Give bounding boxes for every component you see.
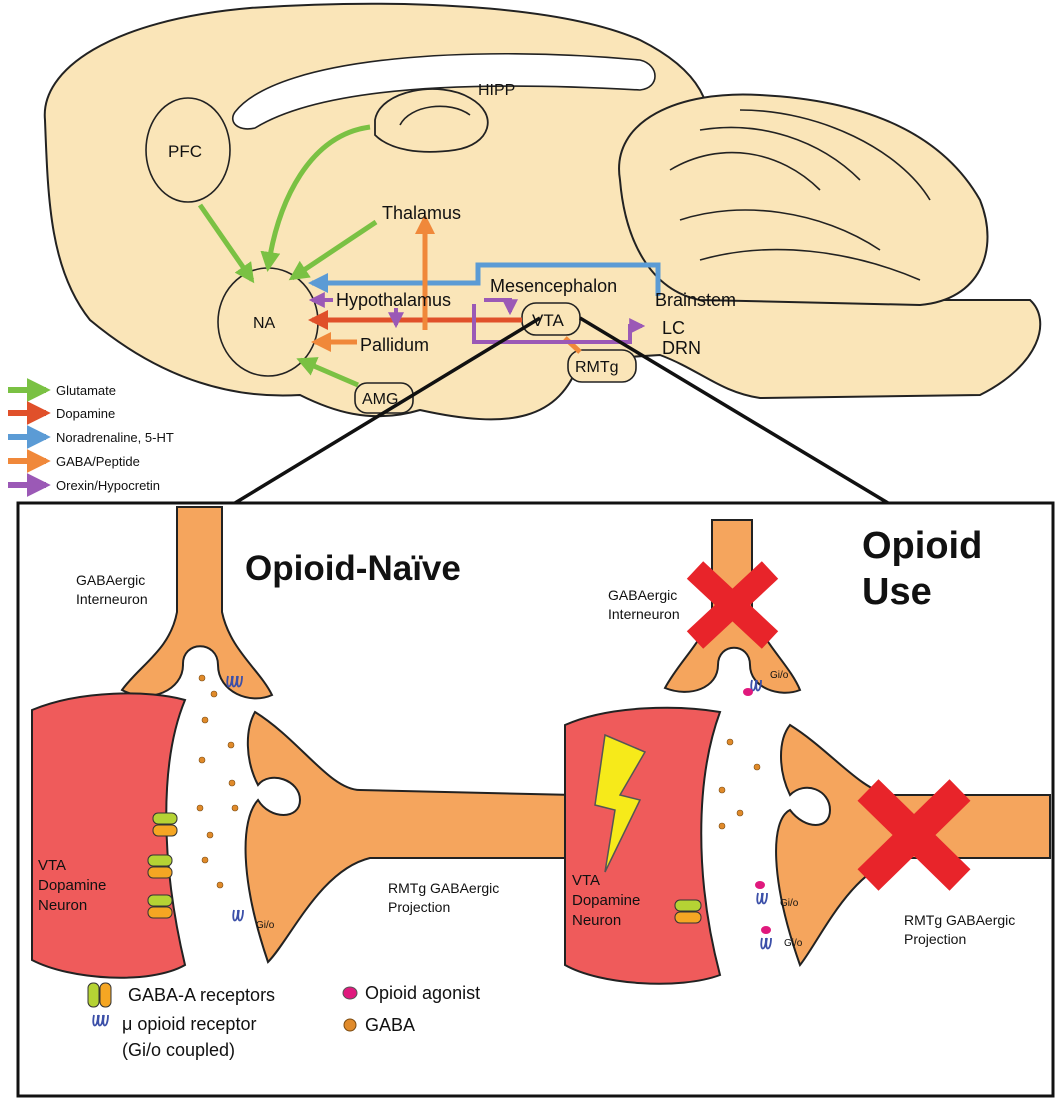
svg-text:Gi/o: Gi/o: [780, 898, 799, 909]
label-drn: DRN: [662, 338, 701, 358]
pfc-region: [145, 97, 231, 203]
gaba-a-key-icon: [87, 982, 112, 1008]
label-rmtg: RMTg: [575, 359, 619, 376]
label-thalamus: Thalamus: [382, 203, 461, 223]
svg-text:Neuron: Neuron: [572, 912, 621, 929]
svg-text:VTA: VTA: [572, 872, 600, 889]
svg-text:GABA: GABA: [365, 1015, 415, 1035]
svg-text:GABA/Peptide: GABA/Peptide: [56, 454, 140, 469]
synapse-key: GABA-A receptors μ opioid receptor (Gi/o…: [87, 982, 480, 1060]
svg-text:Orexin/Hypocretin: Orexin/Hypocretin: [56, 478, 160, 493]
x-icon-interneuron: [686, 561, 779, 649]
legend-item-dopamine: Dopamine: [8, 401, 115, 425]
svg-text:Dopamine: Dopamine: [56, 406, 115, 421]
svg-text:Dopamine: Dopamine: [38, 877, 106, 894]
label-hipp: HIPP: [478, 82, 515, 99]
cerebellum: [618, 93, 989, 307]
svg-text:Interneuron: Interneuron: [76, 591, 148, 607]
use-title-1: Opioid: [862, 525, 982, 567]
label-pallidum: Pallidum: [360, 335, 429, 355]
naive-gaba-dots: [196, 674, 239, 889]
mu-receptor-key-icon: [92, 1014, 109, 1027]
svg-text:VTA: VTA: [38, 857, 66, 874]
svg-text:Dopamine: Dopamine: [572, 892, 640, 909]
naive-rmtg-projection: [244, 710, 576, 964]
legend-item-gaba-peptide: GABA/Peptide: [8, 449, 140, 473]
label-brainstem: Brainstem: [655, 290, 736, 310]
gaba-key-icon: [343, 1018, 357, 1032]
x-icon-rmtg: [857, 779, 971, 891]
svg-text:Noradrenaline, 5-HT: Noradrenaline, 5-HT: [56, 430, 174, 445]
svg-text:GABA-A receptors: GABA-A receptors: [128, 985, 275, 1005]
legend-item-orexin: Orexin/Hypocretin: [8, 473, 160, 497]
svg-text:Glutamate: Glutamate: [56, 383, 116, 398]
svg-text:(Gi/o coupled): (Gi/o coupled): [122, 1040, 235, 1060]
lightning-bolt-icon: [594, 733, 647, 873]
svg-text:Gi/o: Gi/o: [256, 920, 275, 931]
opioid-agonist-key-icon: [342, 986, 358, 1000]
svg-text:Interneuron: Interneuron: [608, 606, 680, 622]
svg-text:RMTg GABAergic: RMTg GABAergic: [388, 880, 499, 896]
svg-text:μ opioid receptor: μ opioid receptor: [122, 1014, 256, 1034]
svg-text:Neuron: Neuron: [38, 897, 87, 914]
label-mesencephalon: Mesencephalon: [490, 276, 617, 296]
label-na: NA: [253, 315, 276, 332]
naive-mu-receptor: [226, 675, 243, 688]
naive-gaba-a-receptors: [147, 812, 178, 919]
label-lc: LC: [662, 318, 685, 338]
svg-text:GABAergic: GABAergic: [76, 572, 145, 588]
svg-text:Gi/o: Gi/o: [784, 938, 803, 949]
naive-interneuron: [120, 506, 274, 700]
label-amg: AMG: [362, 391, 398, 408]
svg-text:Projection: Projection: [904, 931, 966, 947]
naive-panel: Opioid-Naïve GABAergic Interneuron VTA D…: [31, 506, 576, 979]
label-vta: VTA: [532, 311, 564, 330]
use-title-2: Use: [862, 571, 932, 613]
svg-text:GABAergic: GABAergic: [608, 587, 677, 603]
svg-text:Opioid agonist: Opioid agonist: [365, 983, 480, 1003]
legend: Glutamate Dopamine Noradrenaline, 5-HT G…: [8, 378, 174, 497]
label-pfc: PFC: [168, 142, 202, 161]
svg-text:Gi/o: Gi/o: [770, 670, 789, 681]
legend-item-noradrenaline: Noradrenaline, 5-HT: [8, 425, 174, 449]
corpus-callosum: [231, 52, 656, 130]
use-panel: Opioid Use GABAergic Interneuron Gi/o VT…: [564, 519, 1051, 985]
rmtg-region: [567, 349, 637, 383]
naive-title: Opioid-Naïve: [245, 549, 461, 588]
use-vta-neuron: [564, 706, 722, 985]
label-hypothalamus: Hypothalamus: [336, 290, 451, 310]
hippocampus: [374, 88, 489, 153]
legend-item-glutamate: Glutamate: [8, 378, 116, 402]
svg-text:RMTg GABAergic: RMTg GABAergic: [904, 912, 1015, 928]
svg-text:Projection: Projection: [388, 899, 450, 915]
use-gaba-dots: [718, 738, 761, 830]
brain-diagram: PFC HIPP Thalamus NA Hypothalamus Pallid…: [43, 2, 1042, 421]
